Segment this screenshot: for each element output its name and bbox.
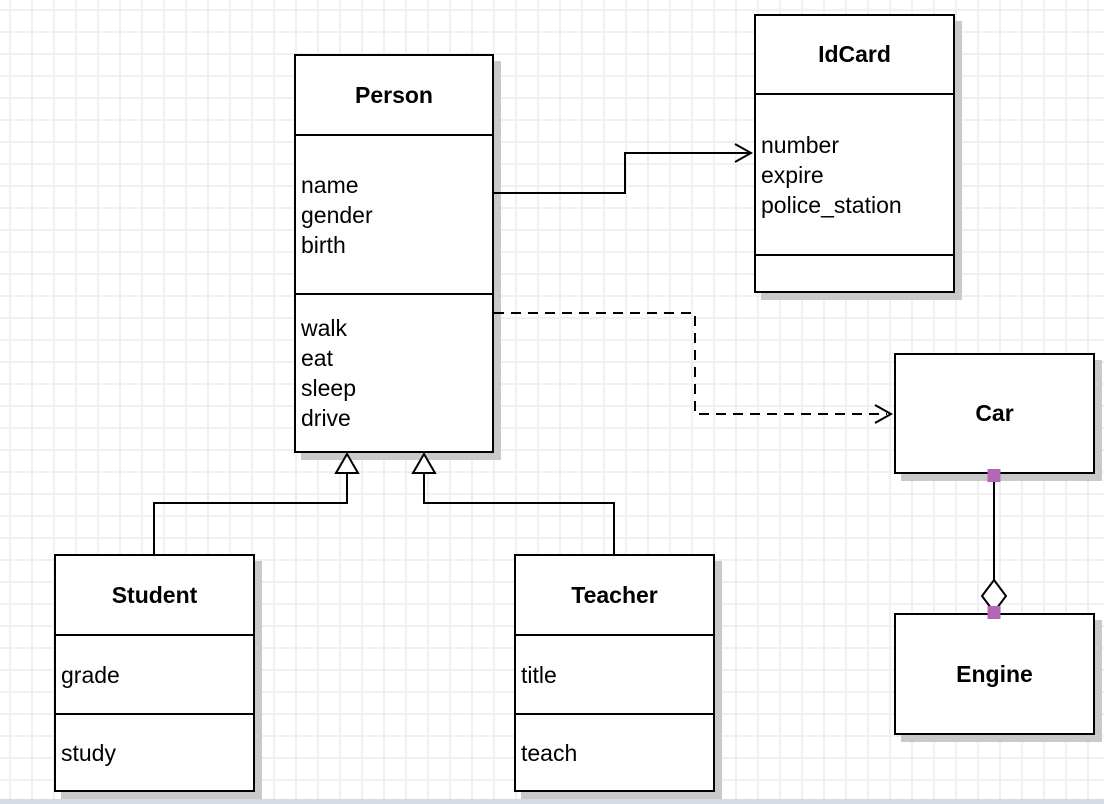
class-person[interactable]: Person name gender birth walk eat sleep … [294,54,494,453]
dependency-line[interactable] [494,312,887,415]
endpoint-handle-car[interactable] [987,469,1001,482]
attribute-name: name [301,171,359,198]
class-teacher[interactable]: Teacher title teach [514,554,715,792]
method-drive: drive [301,405,351,431]
class-student[interactable]: Student grade study [54,554,255,792]
class-engine-title: Engine [956,660,1033,687]
class-student-methods: study [56,713,253,790]
method-study: study [61,739,116,766]
connector-student-person-generalization[interactable] [153,452,360,554]
method-eat: eat [301,345,333,371]
open-arrowhead-icon [874,404,894,424]
connector-car-engine-aggregation[interactable] [980,469,1008,619]
class-person-title: Person [355,81,433,108]
attribute-grade: grade [61,661,120,688]
generalization-line[interactable] [153,474,348,554]
connector-person-car-dependency[interactable] [494,312,894,424]
class-idcard-attributes: number expire police_station [756,93,953,254]
generalization-line[interactable] [423,474,615,554]
hollow-triangle-arrowhead-icon [334,452,360,474]
attribute-police-station: police_station [761,191,902,218]
attribute-number: number [761,131,839,158]
open-arrowhead-icon [734,143,754,163]
endpoint-handle-engine[interactable] [987,606,1001,619]
hollow-triangle-arrowhead-icon [411,452,437,474]
class-car[interactable]: Car [894,353,1095,474]
attribute-birth: birth [301,231,346,258]
attribute-title: title [521,661,557,688]
class-idcard[interactable]: IdCard number expire police_station [754,14,955,293]
canvas-bottom-edge-strip [0,799,1104,804]
class-student-attributes: grade [56,634,253,713]
attribute-expire: expire [761,161,824,188]
class-idcard-methods-empty [756,254,953,291]
attribute-gender: gender [301,201,373,228]
connector-person-idcard-association[interactable] [494,143,754,194]
connector-teacher-person-generalization[interactable] [411,452,615,554]
class-student-title: Student [111,581,198,608]
class-engine[interactable]: Engine [894,613,1095,735]
method-teach: teach [521,739,578,766]
class-teacher-attributes: title [516,634,713,713]
class-teacher-title: Teacher [571,581,658,608]
method-walk: walk [301,315,348,341]
class-teacher-methods: teach [516,713,713,790]
class-person-methods: walk eat sleep drive [296,293,492,451]
association-line[interactable] [494,152,750,194]
class-person-attributes: name gender birth [296,134,492,293]
method-sleep: sleep [301,375,356,401]
class-car-title: Car [975,400,1014,426]
class-idcard-title: IdCard [818,41,891,67]
